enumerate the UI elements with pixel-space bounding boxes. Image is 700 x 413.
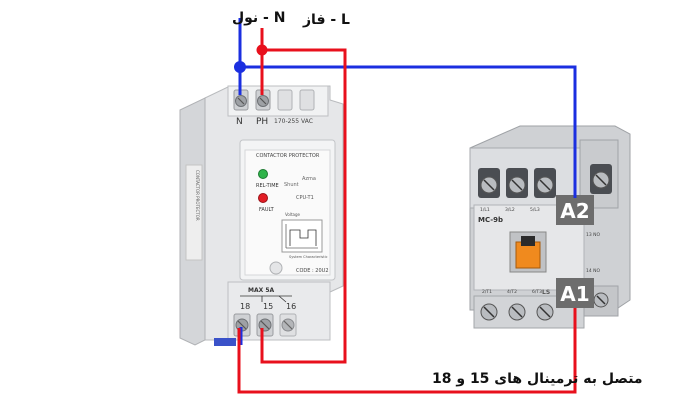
voltage-range-label: 170-255 VAC [274,118,313,125]
phase-wire-to-15 [260,48,347,364]
contactor-brand: LS [542,289,550,296]
top-term-aux: 13 NO [586,232,601,238]
system-characteristic-graph [281,219,323,253]
contactor-model: MC-9b [478,216,503,224]
bottom-term-1: 2/T1 [482,289,492,295]
phase-label: L - فاز [302,12,350,28]
neutral-wire-to-a2 [240,65,577,198]
code-label: CODE : 20U2 [296,268,329,274]
bottom-term-aux: 14 NO [586,268,601,274]
coil-a2-badge [556,195,594,225]
neutral-junction-icon [234,61,246,73]
model-label: CPU-T1 [296,195,314,201]
terminal-n-label: N [236,117,243,127]
neutral-label: N - نول [232,10,285,26]
coil-a1-label: A1 [560,282,589,306]
bottom-note: متصل به ترمینال های 15 و 18 [432,371,643,387]
phase-junction-icon [256,44,268,56]
coil-a1-badge [556,278,594,308]
top-term-3: 5/L3 [530,207,540,213]
brand2-label: Azma [302,176,316,182]
contactor-actuator [515,241,541,269]
system-characteristic-label: System Characteristic [289,255,328,259]
terminal-18-label: 18 [240,302,250,311]
max-current-label: MAX 5A [248,287,275,294]
terminal-18-to-a1-wire [237,308,577,394]
terminal-16-label: 16 [286,302,296,311]
fault-label: FAULT [259,207,275,213]
brand-label: Shunt [284,182,299,188]
top-term-1: 1/L1 [480,207,490,213]
bottom-term-2: 4/T2 [507,289,517,295]
side-sticker-text: CONTACTOR PROTECTOR [195,170,200,221]
protector-title: CONTACTOR PROTECTOR [256,153,320,159]
rel-time-led-icon [258,169,268,179]
terminal-15-label: 15 [263,302,273,311]
top-term-2: 3/L2 [505,207,515,213]
coil-a2-label: A2 [560,199,589,223]
contactor: 1/L1 3/L2 5/L3 13 NO MC-9b 2/T1 4/T2 6/T… [469,125,631,329]
contactor-top-screws [478,164,612,198]
fault-led-icon [258,193,268,203]
contactor-bottom-screws [473,295,585,329]
bottom-term-3: 6/T3 [532,289,542,295]
rel-time-label: REL-TIME [256,183,279,189]
contactor-protector: N PH 170-255 VAC CONTACTOR PROTECTOR CON… [179,85,344,346]
terminal-ph-label: PH [256,117,268,127]
voltage-label: Voltage [285,212,301,217]
